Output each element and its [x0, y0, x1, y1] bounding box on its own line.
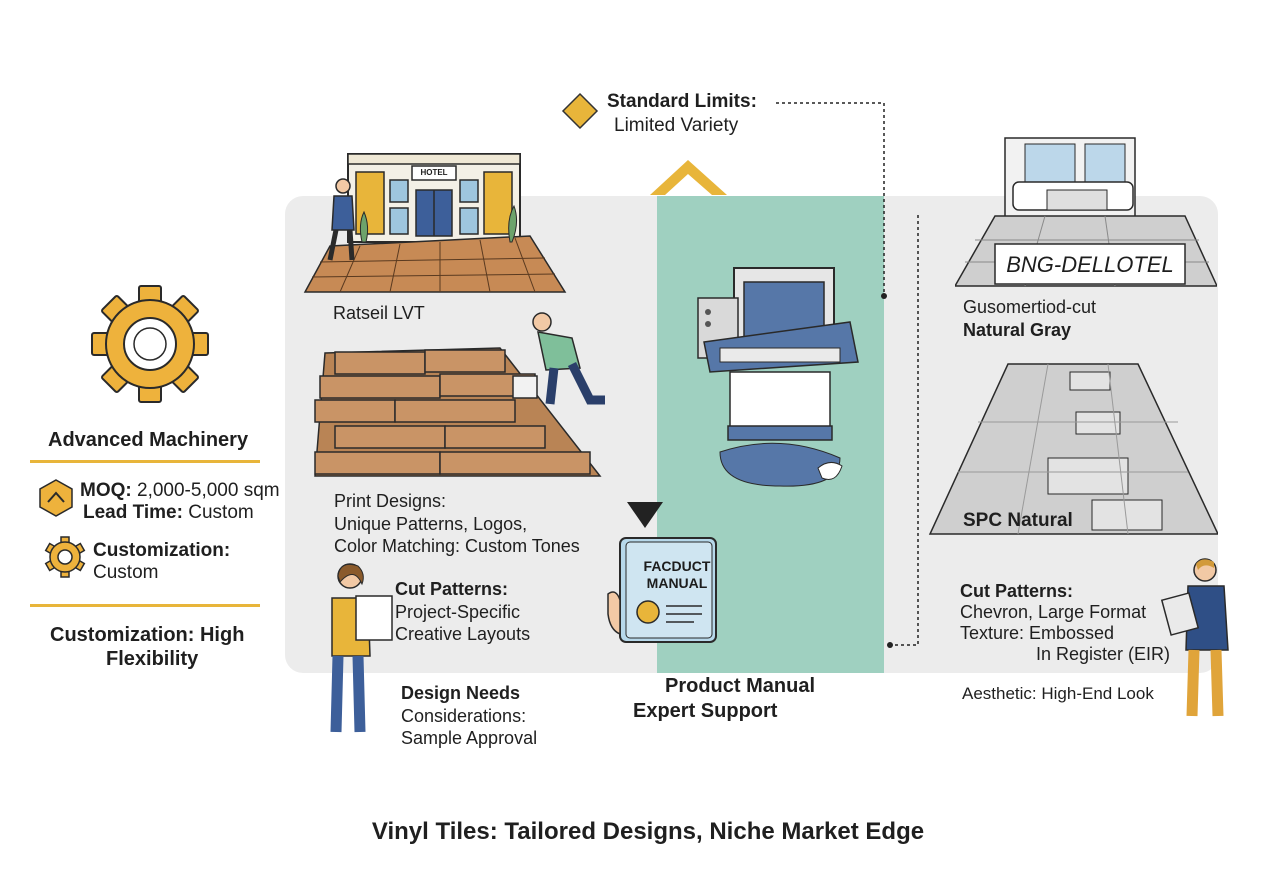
- customization-label: Customization:: [93, 540, 231, 561]
- spc-tile-illustration: [928, 363, 1218, 535]
- diamond-icon: [561, 92, 599, 130]
- header-subtitle: Limited Variety: [614, 115, 739, 136]
- small-gear-icon: [44, 536, 86, 578]
- divider: [30, 460, 260, 463]
- customization-value: Custom: [93, 562, 159, 583]
- print-designs-heading: Print Designs:: [334, 491, 447, 511]
- cut-patterns-right-line1: Chevron, Large Format: [960, 602, 1147, 622]
- wood-plank-illustration: [314, 312, 605, 477]
- lobby-sign: BNG-DELLOTEL: [1006, 252, 1174, 277]
- print-designs-line1: Unique Patterns, Logos,: [334, 514, 528, 534]
- manual-cover-title: FACDUCT MANUAL: [637, 558, 717, 592]
- manual-caption1: Product Manual: [665, 675, 816, 697]
- printing-machine-illustration: [697, 267, 859, 487]
- cut-patterns-left-line1: Project-Specific: [395, 602, 521, 622]
- cut-patterns-right-heading: Cut Patterns:: [960, 581, 1074, 601]
- flexibility-line1: Customization: High: [50, 624, 245, 646]
- cut-patterns-left-heading: Cut Patterns:: [395, 579, 509, 599]
- gear-label: Advanced Machinery: [48, 429, 249, 451]
- right-mid-caption: SPC Natural: [963, 510, 1073, 531]
- hotel-sign: HOTEL: [420, 168, 448, 177]
- manual-book-icon: [607, 537, 717, 643]
- hotel-caption: Ratseil LVT: [333, 303, 425, 323]
- hotel-illustration: [303, 153, 567, 293]
- design-needs-line2: Sample Approval: [401, 728, 538, 748]
- businessman-illustration: [1160, 558, 1229, 717]
- lobby-illustration: [955, 137, 1217, 287]
- design-needs-heading: Design Needs: [401, 683, 521, 703]
- manual-caption2: Expert Support: [633, 700, 778, 722]
- design-needs-line1: Considerations:: [401, 706, 527, 726]
- footer-title: Vinyl Tiles: Tailored Designs, Niche Mar…: [371, 818, 925, 845]
- lead-value: Custom: [188, 502, 254, 523]
- gear-icon: [91, 285, 209, 403]
- cut-patterns-right-line2: Texture: Embossed: [960, 623, 1115, 643]
- right-top-caption2: Natural Gray: [963, 320, 1072, 340]
- triangle-marker-icon: [627, 502, 663, 528]
- header-title: Standard Limits:: [607, 91, 757, 112]
- cut-patterns-right-line3: In Register (EIR): [1036, 644, 1171, 664]
- manual-cover-line1: FACDUCT: [643, 558, 711, 574]
- flexibility-line2: Flexibility: [106, 648, 199, 670]
- moq-line: MOQ: 2,000-5,000 sqm: [80, 479, 280, 502]
- lead-line: Lead Time: Custom: [83, 501, 254, 524]
- divider: [30, 604, 260, 607]
- moq-value: 2,000-5,000 sqm: [137, 480, 280, 501]
- manual-cover-line2: MANUAL: [646, 575, 708, 591]
- designer-person-illustration: [330, 563, 393, 733]
- cut-patterns-left-line2: Creative Layouts: [395, 624, 531, 644]
- print-designs-line2: Color Matching: Custom Tones: [334, 536, 580, 556]
- aesthetic-line: Aesthetic: High-End Look: [962, 684, 1154, 703]
- lead-label: Lead Time:: [83, 502, 183, 523]
- hexagon-arrow-icon: [39, 479, 73, 517]
- moq-label: MOQ:: [80, 480, 132, 501]
- right-top-caption1: Gusomertiod-cut: [963, 297, 1097, 317]
